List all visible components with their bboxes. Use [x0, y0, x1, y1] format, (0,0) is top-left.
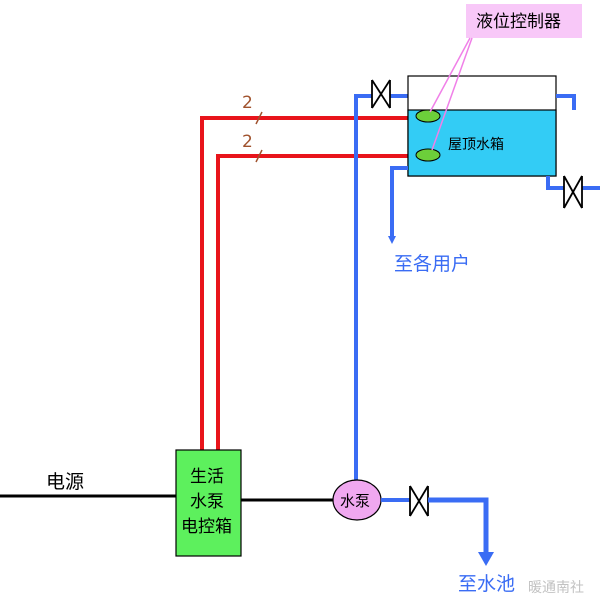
level-sensor-high	[415, 109, 441, 123]
power-label: 电源	[46, 471, 84, 493]
suction-arrow	[478, 552, 494, 566]
suction-pipe-b	[428, 497, 489, 554]
controller-box	[466, 4, 582, 38]
control-box-line2: 水泵	[190, 492, 224, 512]
control-wire-bottom	[216, 154, 417, 450]
wire-count-bottom: 2	[242, 132, 253, 152]
controller-label: 液位控制器	[476, 12, 561, 32]
tank-label: 屋顶水箱	[448, 137, 504, 153]
control-box	[175, 449, 242, 557]
valve-drain	[563, 175, 583, 209]
control-box-line1: 生活	[190, 467, 224, 487]
overflow-pipe	[556, 94, 576, 110]
callout-line-low	[431, 37, 473, 151]
wire-slash-bottom	[255, 149, 263, 163]
control-wire-top	[200, 116, 417, 450]
level-sensor-low	[415, 148, 441, 162]
to-users-label: 至各用户	[394, 253, 470, 275]
drain-pipe	[546, 176, 564, 190]
valve-suction	[409, 485, 429, 517]
control-box-line3: 电控箱	[181, 517, 232, 537]
to-pool-label: 至水池	[458, 573, 515, 595]
pump-label: 水泵	[340, 492, 370, 510]
valve-inlet	[371, 79, 391, 109]
supply-pipe	[388, 166, 408, 244]
wire-slash-top	[255, 111, 263, 125]
wire-count-top: 2	[242, 93, 253, 113]
callout-line-high	[429, 37, 471, 113]
watermark: 暖通南社	[528, 580, 584, 596]
